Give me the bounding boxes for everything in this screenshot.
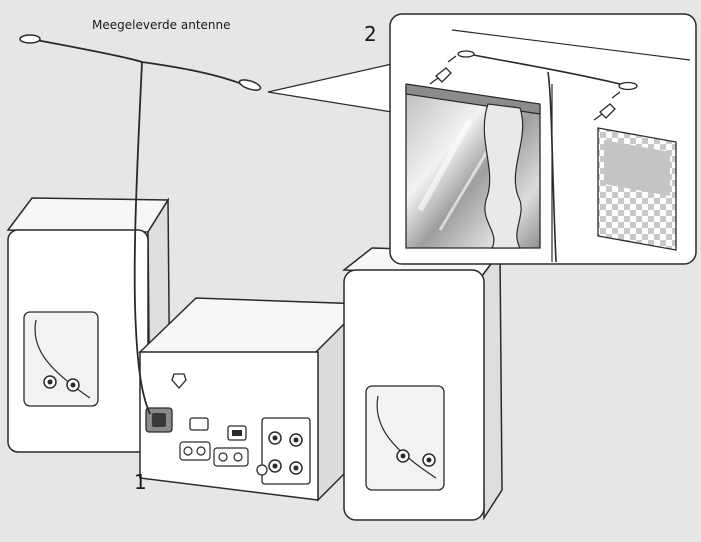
- step-number-1: 1: [134, 470, 147, 494]
- step-number-2: 2: [364, 22, 377, 46]
- left-speaker-terminal-plate: [23, 311, 99, 407]
- curtain-illustration: [483, 103, 524, 249]
- antenna-cable: [133, 61, 151, 415]
- callout-pointer: [267, 63, 393, 113]
- push-pin-icon: [593, 91, 621, 121]
- antenna-label: Meegeleverde antenne: [92, 18, 231, 32]
- power-symbol-icon: [171, 373, 187, 389]
- right-speaker: [341, 247, 503, 521]
- speaker-terminal-block: [261, 417, 311, 485]
- usb-port-icon: [189, 417, 209, 431]
- inset-panel: [389, 13, 697, 265]
- main-unit: [138, 297, 367, 502]
- push-pin-icon: [429, 55, 457, 85]
- supplied-antenna: [19, 34, 262, 415]
